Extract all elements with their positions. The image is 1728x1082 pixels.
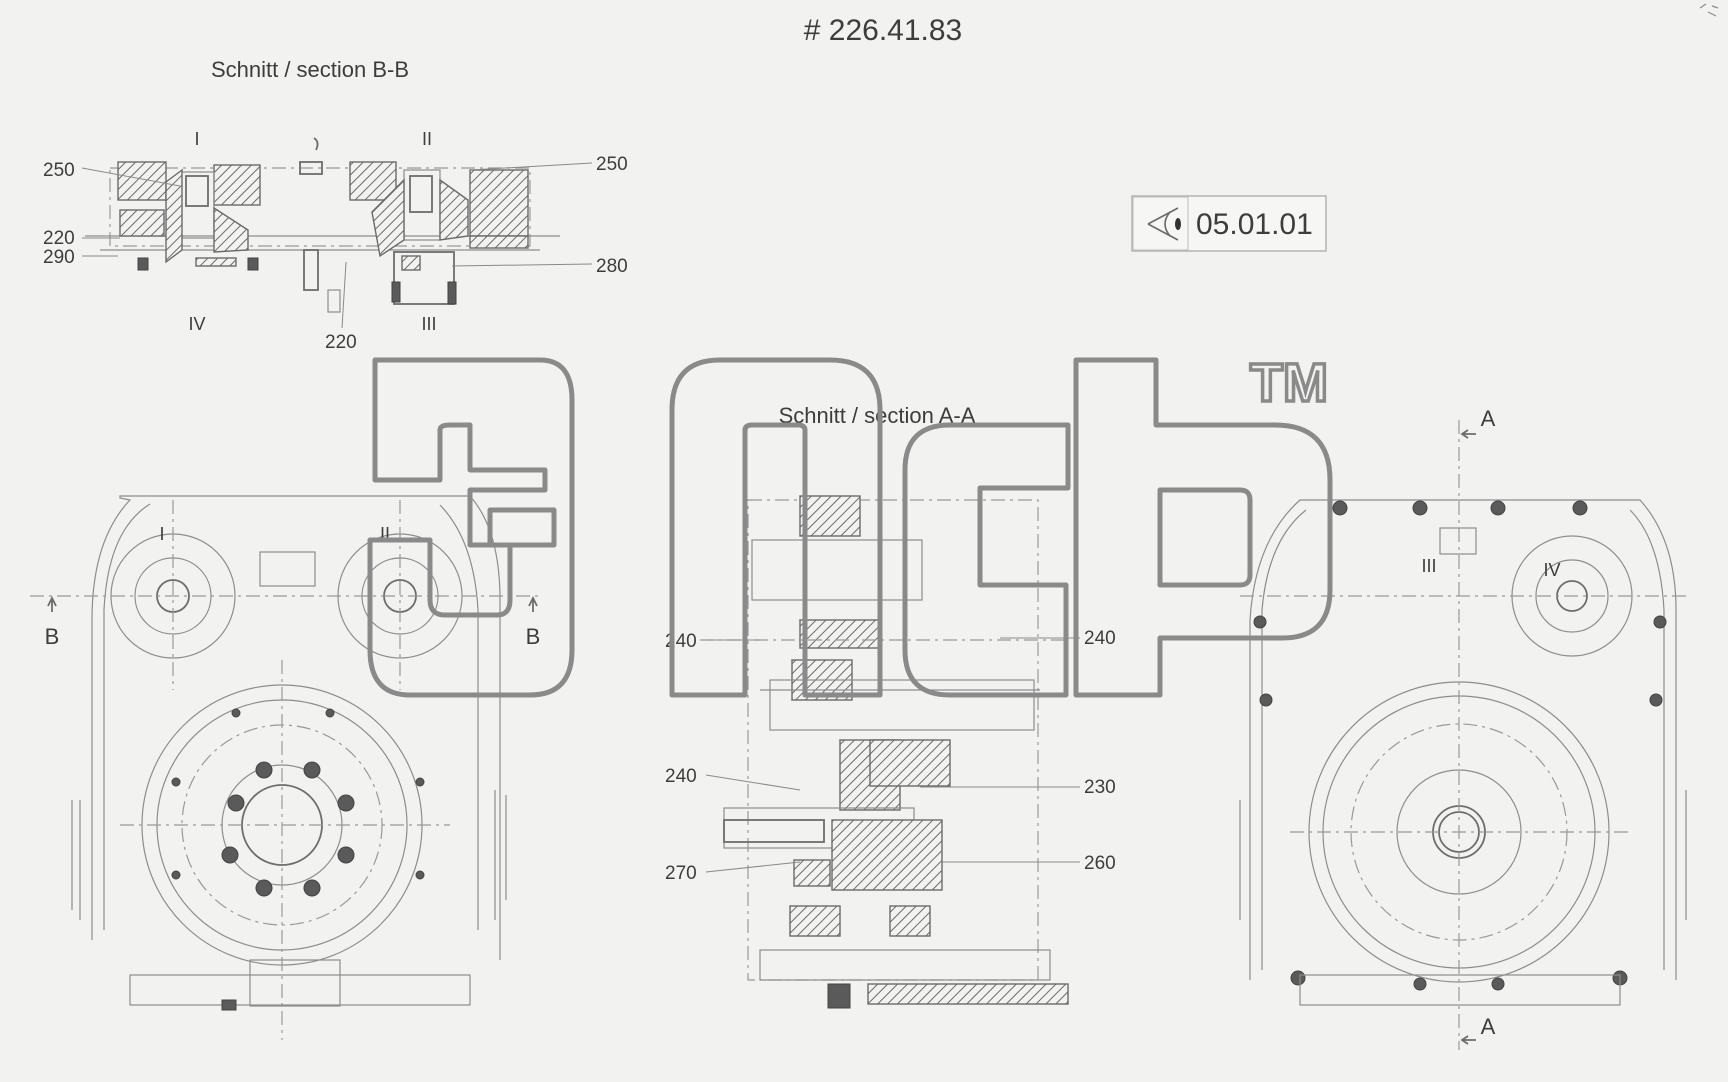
- right-view-labels: III IV A A: [1421, 406, 1561, 1045]
- bb-roman-iv: IV: [188, 314, 205, 334]
- bb-callout-250-right: 250: [596, 154, 628, 175]
- section-bb-drawing: [85, 137, 560, 313]
- section-mark-b-left: B: [45, 624, 60, 649]
- right-elevation-view: [1239, 420, 1690, 1050]
- bb-callout-280: 280: [596, 256, 628, 277]
- drawing-number: # 226.41.83: [804, 14, 962, 47]
- bb-callout-220-bottom: 220: [325, 332, 357, 353]
- trademark-symbol: TM: [1250, 353, 1328, 413]
- section-aa-drawing: [700, 495, 1070, 1009]
- aa-callout-230: 230: [1084, 777, 1116, 798]
- bb-roman-i: I: [194, 129, 199, 149]
- left-elevation-view: [30, 495, 540, 1040]
- bb-callout-220-left: 220: [43, 228, 75, 249]
- eye-icon: [1132, 196, 1189, 251]
- bb-roman-iii: III: [421, 314, 436, 334]
- left-view-labels: I II B B: [45, 524, 541, 649]
- section-mark-a-bottom: A: [1481, 1014, 1496, 1039]
- section-bb-roman-labels: I II III IV: [188, 129, 436, 334]
- section-bb-callouts: 250 250 220 290 280 220: [43, 154, 628, 353]
- aa-callout-240-mid: 240: [665, 766, 697, 787]
- aa-callout-260: 260: [1084, 853, 1116, 874]
- aa-callout-240-right: 240: [1084, 628, 1116, 649]
- left-roman-ii: II: [380, 524, 390, 544]
- bb-roman-ii: II: [422, 129, 432, 149]
- right-roman-iii: III: [1421, 556, 1436, 576]
- view-badge: 05.01.01: [1131, 195, 1327, 252]
- section-mark-b-right: B: [526, 624, 541, 649]
- corner-mark: [1699, 3, 1719, 17]
- bb-callout-290: 290: [43, 247, 75, 268]
- view-badge-code: 05.01.01: [1196, 208, 1313, 241]
- left-roman-i: I: [159, 524, 164, 544]
- section-mark-a-top: A: [1481, 406, 1496, 431]
- logo-watermark: TM: [367, 351, 1333, 698]
- aa-callout-270: 270: [665, 863, 697, 884]
- bb-callout-250-left: 250: [43, 160, 75, 181]
- right-roman-iv: IV: [1543, 560, 1560, 580]
- section-bb-title: Schnitt / section B-B: [211, 57, 409, 82]
